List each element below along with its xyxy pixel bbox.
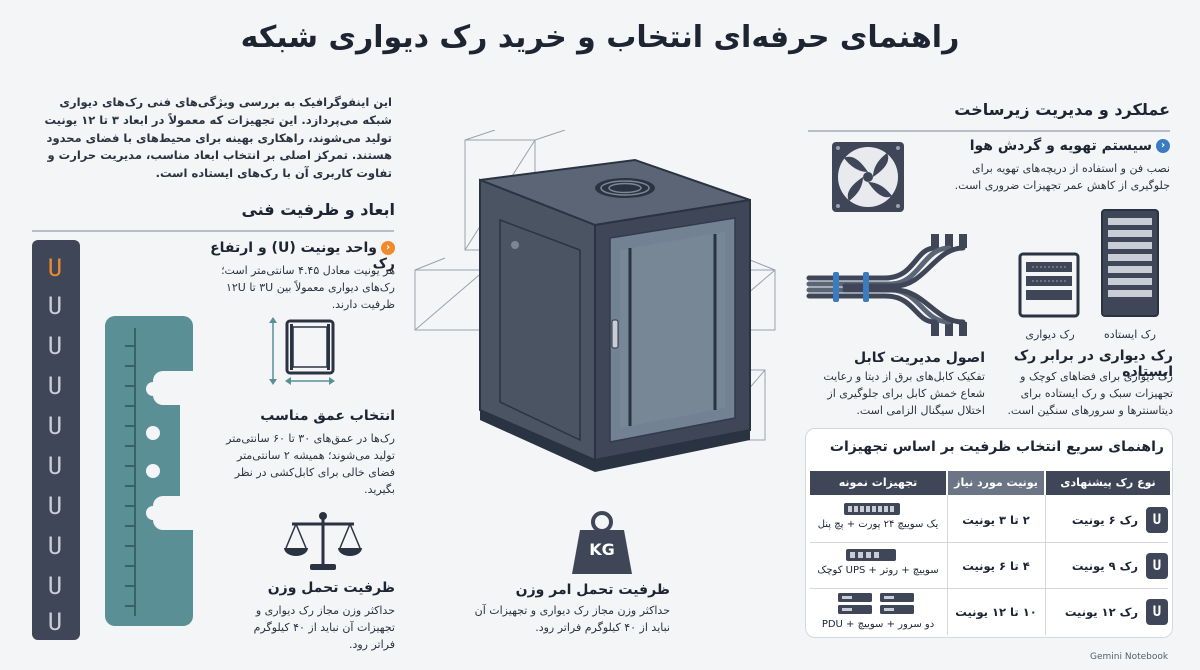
scale-icon xyxy=(284,512,362,570)
fan-icon xyxy=(832,142,904,212)
capacity-table: راهنمای سریع انتخاب ظرفیت بر اساس تجهیزا… xyxy=(805,428,1173,638)
ruler-unit: U xyxy=(47,292,63,320)
server-icon xyxy=(838,593,914,614)
table-row: U رک ۶ یونیت xyxy=(1048,501,1168,539)
row-divider xyxy=(810,542,1168,543)
row-equipment: یک سوییچ ۲۴ پورت + پچ پنل xyxy=(817,519,939,530)
table-heading: راهنمای سریع انتخاب ظرفیت بر اساس تجهیزا… xyxy=(829,439,1164,455)
dimensions-heading: ابعاد و ظرفیت فنی xyxy=(241,200,395,219)
ruler-unit-active: U xyxy=(47,254,63,282)
weight-text: حداکثر وزن مجاز رک دیواری و تجهیزات آن ن… xyxy=(253,604,395,652)
depth-text: رک‌ها در عمق‌های ۳۰ تا ۶۰ سانتی‌متر تولی… xyxy=(226,432,395,497)
column-divider xyxy=(947,495,948,635)
ruler-unit: U xyxy=(47,532,63,560)
row-rack: رک ۶ یونیت xyxy=(1071,513,1138,527)
ruler: U U U U U U U U U U xyxy=(32,240,80,640)
unit-badge: U xyxy=(1146,507,1168,533)
versus-title: رک دیواری در برابر رک ایستاده xyxy=(1013,348,1173,380)
unit-title-text: واحد یونیت (U) و ارتفاع رک xyxy=(210,240,395,272)
floor-rack-icon xyxy=(1101,209,1159,317)
kg-label: KG xyxy=(589,540,615,559)
row-equipment: سوییچ + روتر + UPS کوچک xyxy=(817,565,939,576)
table-header-units: یونیت مورد نیاز xyxy=(948,471,1044,495)
cable-bundle-icon xyxy=(806,234,967,336)
wall-rack-illustration xyxy=(414,130,776,472)
ruler-unit: U xyxy=(47,492,63,520)
depth-title: انتخاب عمق مناسب xyxy=(260,408,395,424)
row-divider xyxy=(810,588,1168,589)
row-units: ۱۰ تا ۱۲ یونیت xyxy=(955,605,1037,619)
divider xyxy=(808,130,1170,132)
ruler-unit: U xyxy=(47,452,63,480)
table-row: U رک ۱۲ یونیت xyxy=(1048,593,1168,631)
airflow-text: نصب فن و استفاده از دریچه‌های تهویه برای… xyxy=(954,162,1170,193)
weight-kg-icon xyxy=(572,511,632,574)
airflow-title: ‹ سیستم تهویه و گردش هوا xyxy=(935,138,1170,154)
unit-text: هر یونیت معادل ۴.۴۵ سانتی‌متر است؛ رک‌ها… xyxy=(221,264,395,312)
ruler-unit: U xyxy=(47,332,63,360)
weight-title: ظرفیت تحمل وزن xyxy=(267,580,395,596)
rack-depth-icon xyxy=(269,317,335,385)
weight-center-title: ظرفیت تحمل امر وزن xyxy=(515,582,670,598)
chevron-left-icon: ‹ xyxy=(381,241,395,255)
cable-text: تفکیک کابل‌های برق از دیتا و رعایت شعاع … xyxy=(823,370,985,418)
airflow-title-text: سیستم تهویه و گردش هوا xyxy=(969,138,1152,154)
row-units: ۴ تا ۶ یونیت xyxy=(962,559,1030,573)
chevron-left-icon: ‹ xyxy=(1156,139,1170,153)
switch-icon xyxy=(844,503,900,515)
row-rack: رک ۹ یونیت xyxy=(1071,559,1138,573)
switch-router-icon xyxy=(846,549,896,561)
table-header-rack: نوع رک پیشنهادی xyxy=(1046,471,1170,495)
unit-badge: U xyxy=(1146,553,1168,579)
versus-text: رک دیواری برای فضاهای کوچک و تجهیزات سبک… xyxy=(1007,370,1173,418)
row-equipment: دو سرور + سوییچ + PDU xyxy=(821,619,935,630)
row-units: ۲ تا ۳ یونیت xyxy=(962,513,1030,527)
ruler-unit: U xyxy=(47,608,63,636)
weight-center-text: حداکثر وزن مجاز رک دیواری و تجهیزات آن ن… xyxy=(474,604,670,635)
performance-heading: عملکرد و مدیریت زیرساخت xyxy=(954,100,1170,119)
table-row: U رک ۹ یونیت xyxy=(1048,547,1168,585)
intro-text: این اینفوگرافیک به بررسی ویژگی‌های فنی ر… xyxy=(44,95,392,181)
wall-rack-icon xyxy=(1018,252,1080,318)
page-title: راهنمای حرفه‌ای انتخاب و خرید رک دیواری … xyxy=(240,20,960,55)
unit-badge: U xyxy=(1146,599,1168,625)
ruler-unit: U xyxy=(47,372,63,400)
ruler-unit: U xyxy=(47,572,63,600)
unit-title: ‹واحد یونیت (U) و ارتفاع رک xyxy=(190,240,395,272)
table-header-equipment: تجهیزات نمونه xyxy=(810,471,946,495)
wall-rack-label: رک دیواری xyxy=(1025,328,1075,341)
divider xyxy=(32,230,394,232)
cable-title: اصول مدیریت کابل xyxy=(854,350,985,366)
mounting-bracket-icon xyxy=(105,316,193,626)
ruler-unit: U xyxy=(47,412,63,440)
floor-rack-label: رک ایستاده xyxy=(1104,328,1156,341)
footer-brand: Gemini Notebook xyxy=(1090,652,1169,662)
row-rack: رک ۱۲ یونیت xyxy=(1064,605,1138,619)
column-divider xyxy=(1045,495,1046,635)
